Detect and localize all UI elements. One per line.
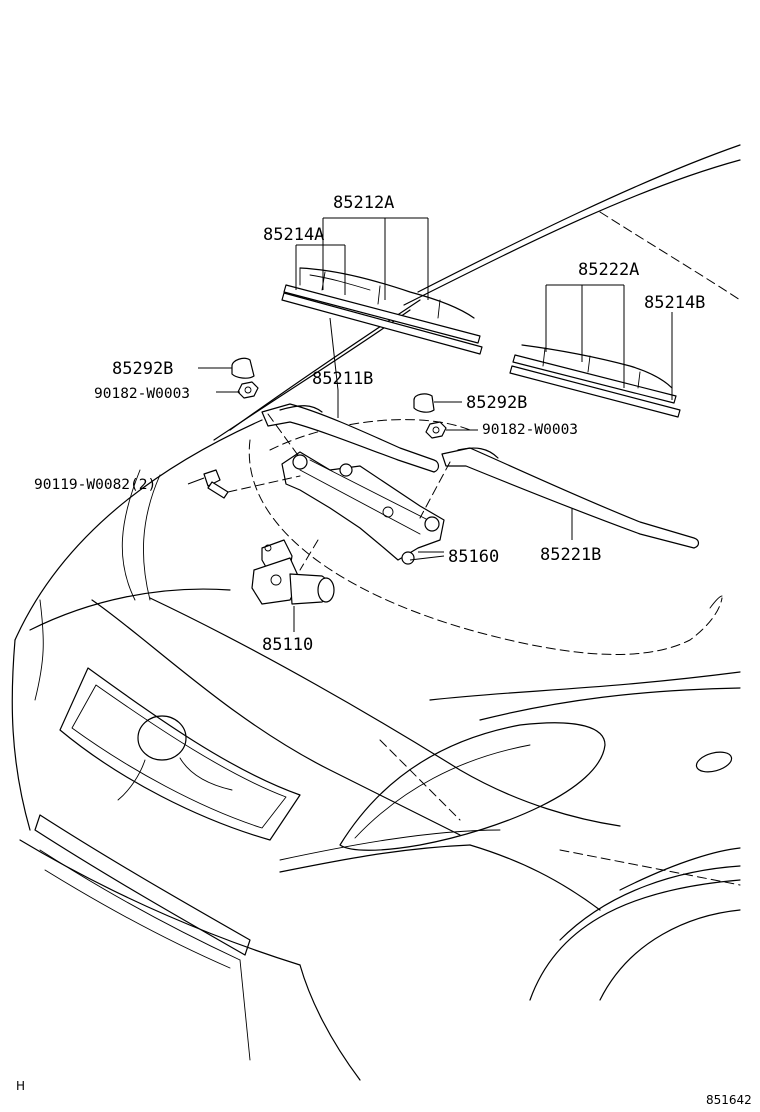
label-nut-lh: 90182-W0003: [94, 386, 190, 402]
label-motor: 85110: [262, 635, 313, 655]
label-cap-rh: 85292B: [466, 393, 527, 413]
label-bolt: 90119-W0082(2): [34, 477, 156, 493]
label-blade-assy-rh: 85222A: [578, 260, 639, 280]
wiper-arm-lh: [261, 403, 440, 473]
wiper-blade-rh: [509, 344, 681, 418]
cap-rh: [413, 393, 435, 413]
nut-lh: [237, 381, 259, 399]
part-labels: 85212A 85214A 85222A 85214B 85292B 90182…: [34, 193, 705, 655]
label-blade-assy-lh: 85212A: [333, 193, 394, 213]
label-cap-lh: 85292B: [112, 359, 173, 379]
label-blade-rubber-lh: 85214A: [263, 225, 324, 245]
nut-rh: [425, 421, 447, 439]
label-nut-rh: 90182-W0003: [482, 422, 578, 438]
car-body-outline: [11, 419, 741, 1081]
wiper-arm-rh: [441, 447, 700, 549]
cowl-outline: [248, 419, 723, 655]
cap-lh: [231, 357, 255, 379]
label-blade-rubber-rh: 85214B: [644, 293, 705, 313]
front-grille: [34, 667, 301, 969]
corner-mark-left: H: [16, 1079, 25, 1093]
leader-lines: [187, 217, 673, 632]
label-arm-lh: 85211B: [312, 369, 373, 389]
wiper-link-assy: [227, 413, 451, 571]
wiper-motor: [251, 539, 335, 605]
label-link-assy: 85160: [448, 547, 499, 567]
label-arm-rh: 85221B: [540, 545, 601, 565]
headlamp: [339, 722, 606, 851]
figure-number: 851642: [706, 1093, 752, 1107]
bolt: [203, 469, 229, 499]
